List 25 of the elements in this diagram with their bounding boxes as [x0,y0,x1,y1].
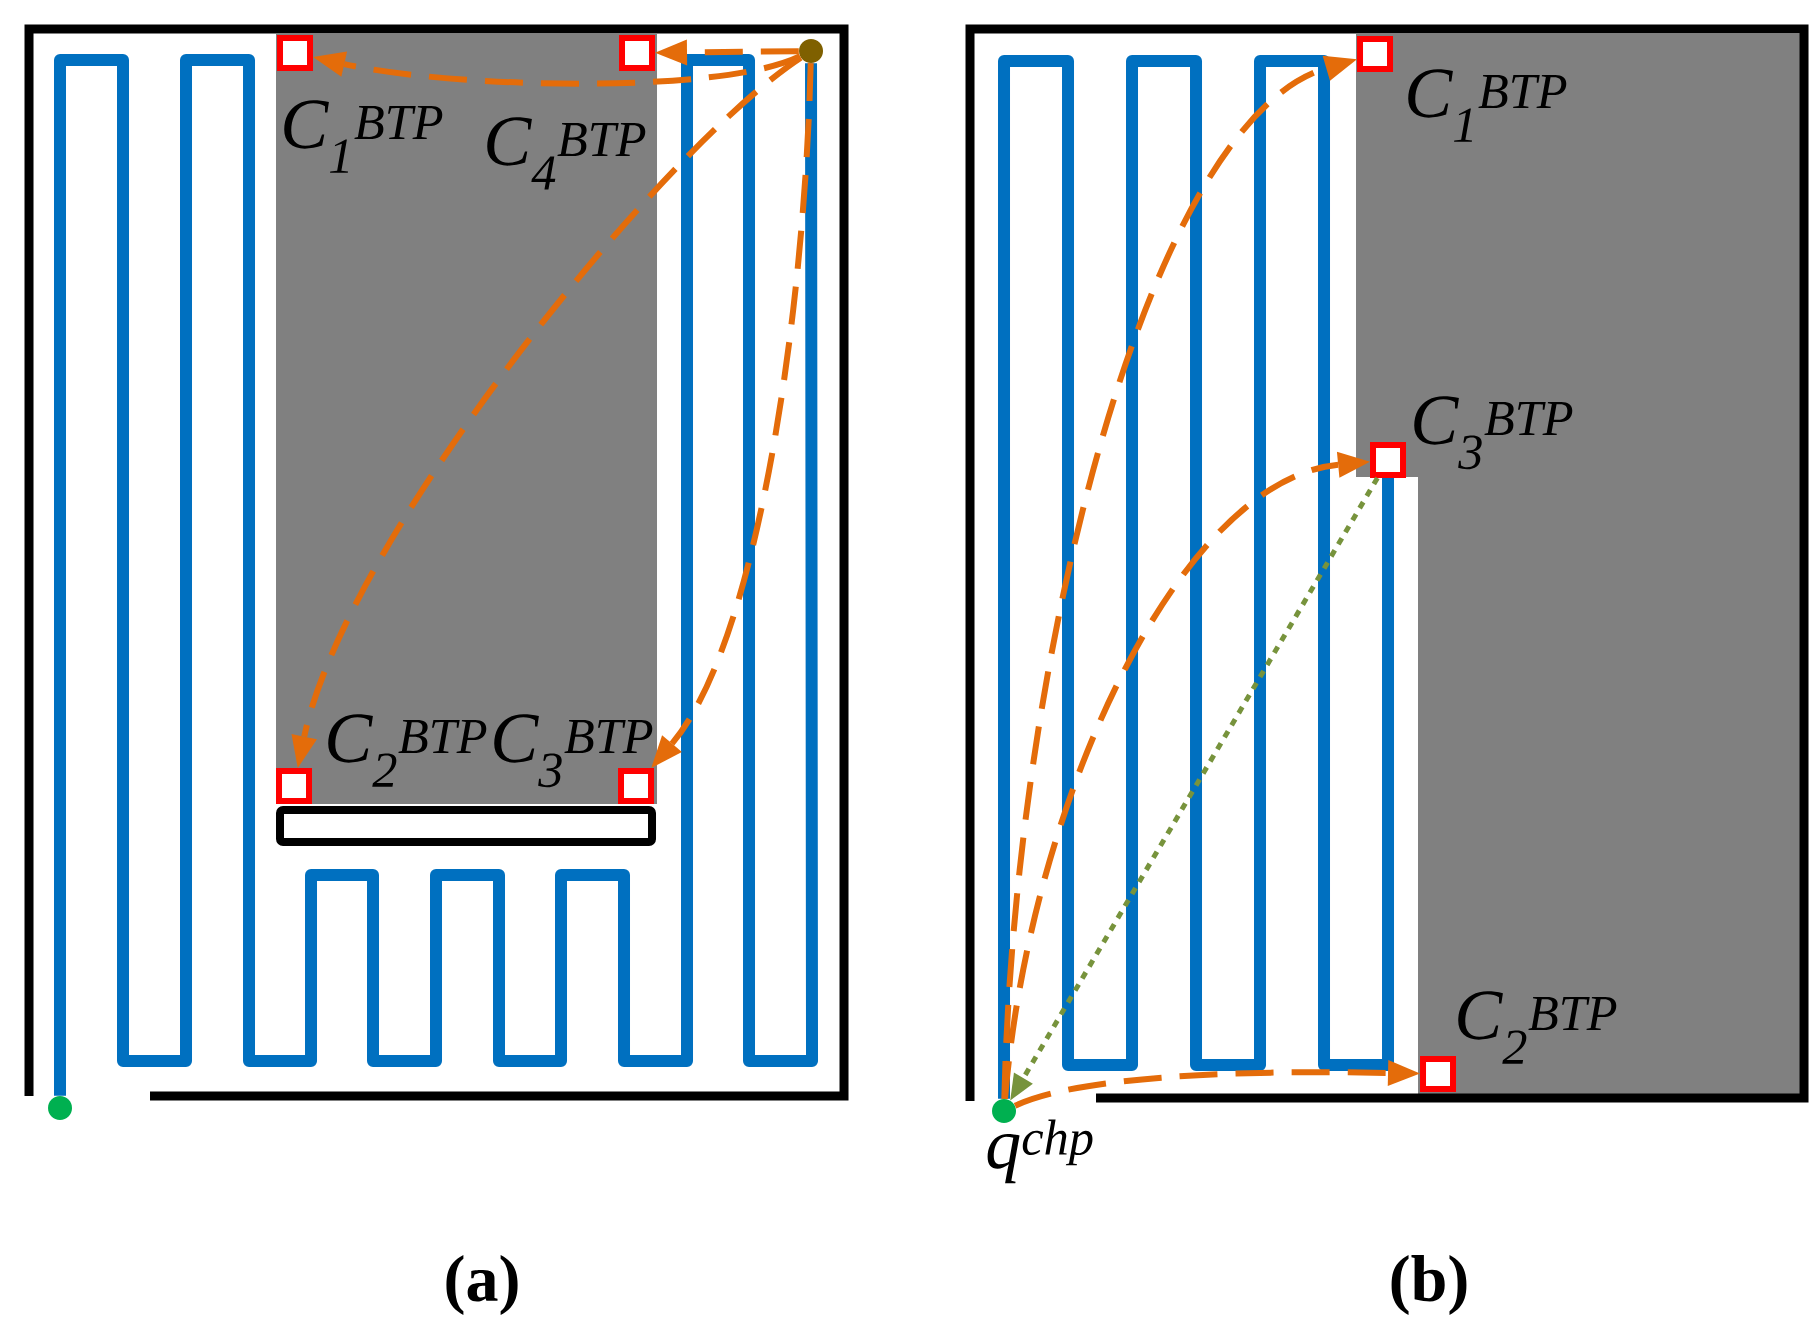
dot [799,39,823,63]
dashed-arrow [1013,1059,1420,1109]
dot [992,1099,1016,1123]
square-marker [619,35,655,71]
node-label: C$_{1}$BTP [284,100,443,173]
panel-label: (a) [446,1255,518,1315]
square-marker [1420,1056,1456,1092]
node-label: C$_{3}$BTP [1414,396,1573,470]
dashed-arrow [291,55,803,768]
dot [48,1096,72,1120]
square-marker [276,768,312,804]
node-label: C$_{2}$BTP [1458,991,1617,1064]
node-label: q$^{chp}$ [987,1119,1093,1184]
square-marker [1370,442,1406,478]
dashed-arrow [655,39,799,66]
panel-label: (b) [1391,1255,1467,1315]
node-label: C$_{4}$BTP [487,117,646,190]
square-marker [618,768,654,804]
dashed-arrow [651,63,814,768]
node-label: C$_{3}$BTP [494,714,653,788]
square-marker [277,35,313,71]
node-label: C$_{1}$BTP [1408,69,1567,142]
dashed-arrow [313,51,802,87]
square-marker [1357,36,1393,72]
node-label: C$_{2}$BTP [328,714,487,787]
